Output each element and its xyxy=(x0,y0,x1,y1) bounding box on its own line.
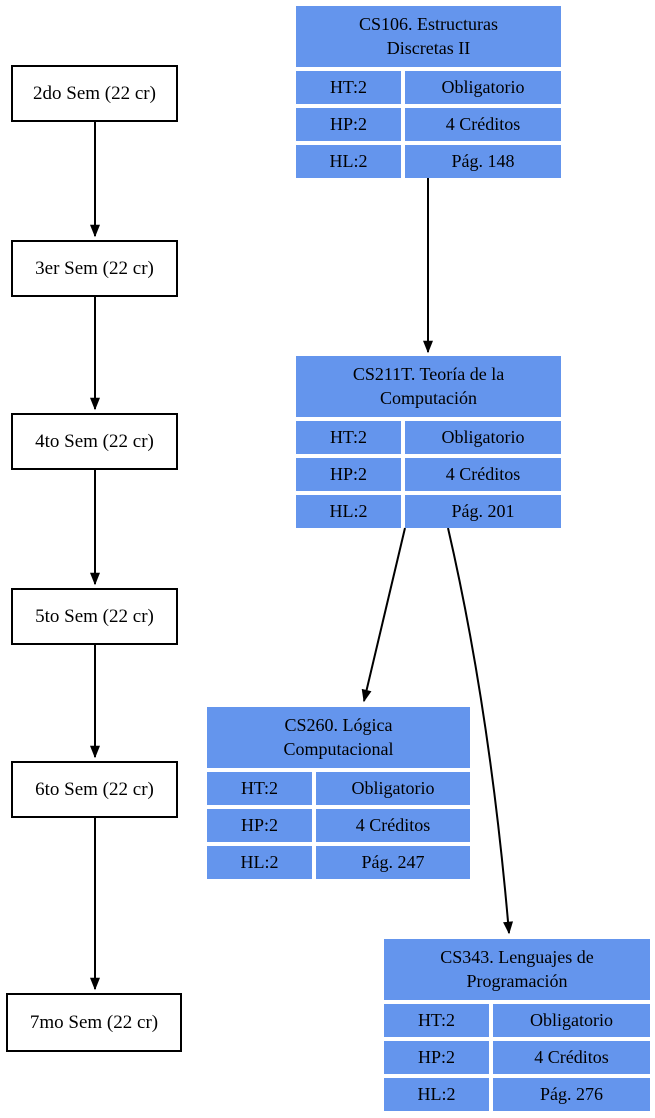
course-title-line2: Computación xyxy=(380,387,477,408)
course-cell-value: Pág. 276 xyxy=(493,1078,650,1111)
course-title-line1: CS343. Lenguajes de xyxy=(440,947,594,968)
semester-label: 5to Sem (22 cr) xyxy=(35,605,154,627)
course-title: CS260. Lógica Computacional xyxy=(207,707,470,768)
course-cell-value: 4 Créditos xyxy=(405,108,561,141)
course-cell-key: HL:2 xyxy=(207,846,312,879)
course-cell-key: HT:2 xyxy=(207,772,312,805)
course-cell-value: Pág. 201 xyxy=(405,495,561,528)
course-cell-key: HT:2 xyxy=(296,421,401,454)
course-title-line2: Discretas II xyxy=(386,37,471,58)
course-title: CS343. Lenguajes de Programación xyxy=(384,939,650,1000)
semester-label: 3er Sem (22 cr) xyxy=(35,257,154,279)
course-cell-value: Obligatorio xyxy=(316,772,470,805)
course-cell-key: HL:2 xyxy=(384,1078,489,1111)
semester-node-5to: 5to Sem (22 cr) xyxy=(11,588,178,645)
course-cell-key: HT:2 xyxy=(296,71,401,104)
course-title-line1: CS260. Lógica xyxy=(284,715,393,736)
semester-node-3er: 3er Sem (22 cr) xyxy=(11,240,178,297)
semester-label: 6to Sem (22 cr) xyxy=(35,778,154,800)
course-node-cs211t: CS211T. Teoría de la Computación HT:2 Ob… xyxy=(296,356,561,528)
course-cell-value: Obligatorio xyxy=(405,421,561,454)
course-title-line1: CS106. Estructuras xyxy=(359,14,498,35)
course-title-line1: CS211T. Teoría de la xyxy=(352,364,505,385)
semester-label: 2do Sem (22 cr) xyxy=(33,82,156,104)
course-cell-key: HP:2 xyxy=(296,458,401,491)
course-title: CS106. Estructuras Discretas II xyxy=(296,6,561,67)
course-title: CS211T. Teoría de la Computación xyxy=(296,356,561,417)
course-cell-key: HT:2 xyxy=(384,1004,489,1037)
course-title-line2: Programación xyxy=(466,970,568,991)
semester-label: 7mo Sem (22 cr) xyxy=(29,1011,159,1033)
semester-node-4to: 4to Sem (22 cr) xyxy=(11,413,178,470)
course-cell-key: HP:2 xyxy=(207,809,312,842)
course-node-cs343: CS343. Lenguajes de Programación HT:2 Ob… xyxy=(384,939,650,1111)
course-cell-value: Obligatorio xyxy=(405,71,561,104)
course-cell-value: 4 Créditos xyxy=(316,809,470,842)
course-cell-key: HL:2 xyxy=(296,495,401,528)
semester-node-6to: 6to Sem (22 cr) xyxy=(11,761,178,818)
course-node-cs260: CS260. Lógica Computacional HT:2 Obligat… xyxy=(207,707,470,879)
course-cell-key: HP:2 xyxy=(296,108,401,141)
semester-node-7mo: 7mo Sem (22 cr) xyxy=(6,993,182,1052)
semester-label: 4to Sem (22 cr) xyxy=(35,430,154,452)
semester-node-2do: 2do Sem (22 cr) xyxy=(11,65,178,122)
course-cell-value: 4 Créditos xyxy=(493,1041,650,1074)
course-cell-value: Obligatorio xyxy=(493,1004,650,1037)
edge-arrow-cs211t-cs260 xyxy=(361,527,406,703)
course-cell-value: Pág. 247 xyxy=(316,846,470,879)
course-cell-key: HP:2 xyxy=(384,1041,489,1074)
course-title-line2: Computacional xyxy=(283,738,394,759)
course-cell-key: HL:2 xyxy=(296,145,401,178)
course-node-cs106: CS106. Estructuras Discretas II HT:2 Obl… xyxy=(296,6,561,178)
course-cell-value: 4 Créditos xyxy=(405,458,561,491)
course-cell-value: Pág. 148 xyxy=(405,145,561,178)
